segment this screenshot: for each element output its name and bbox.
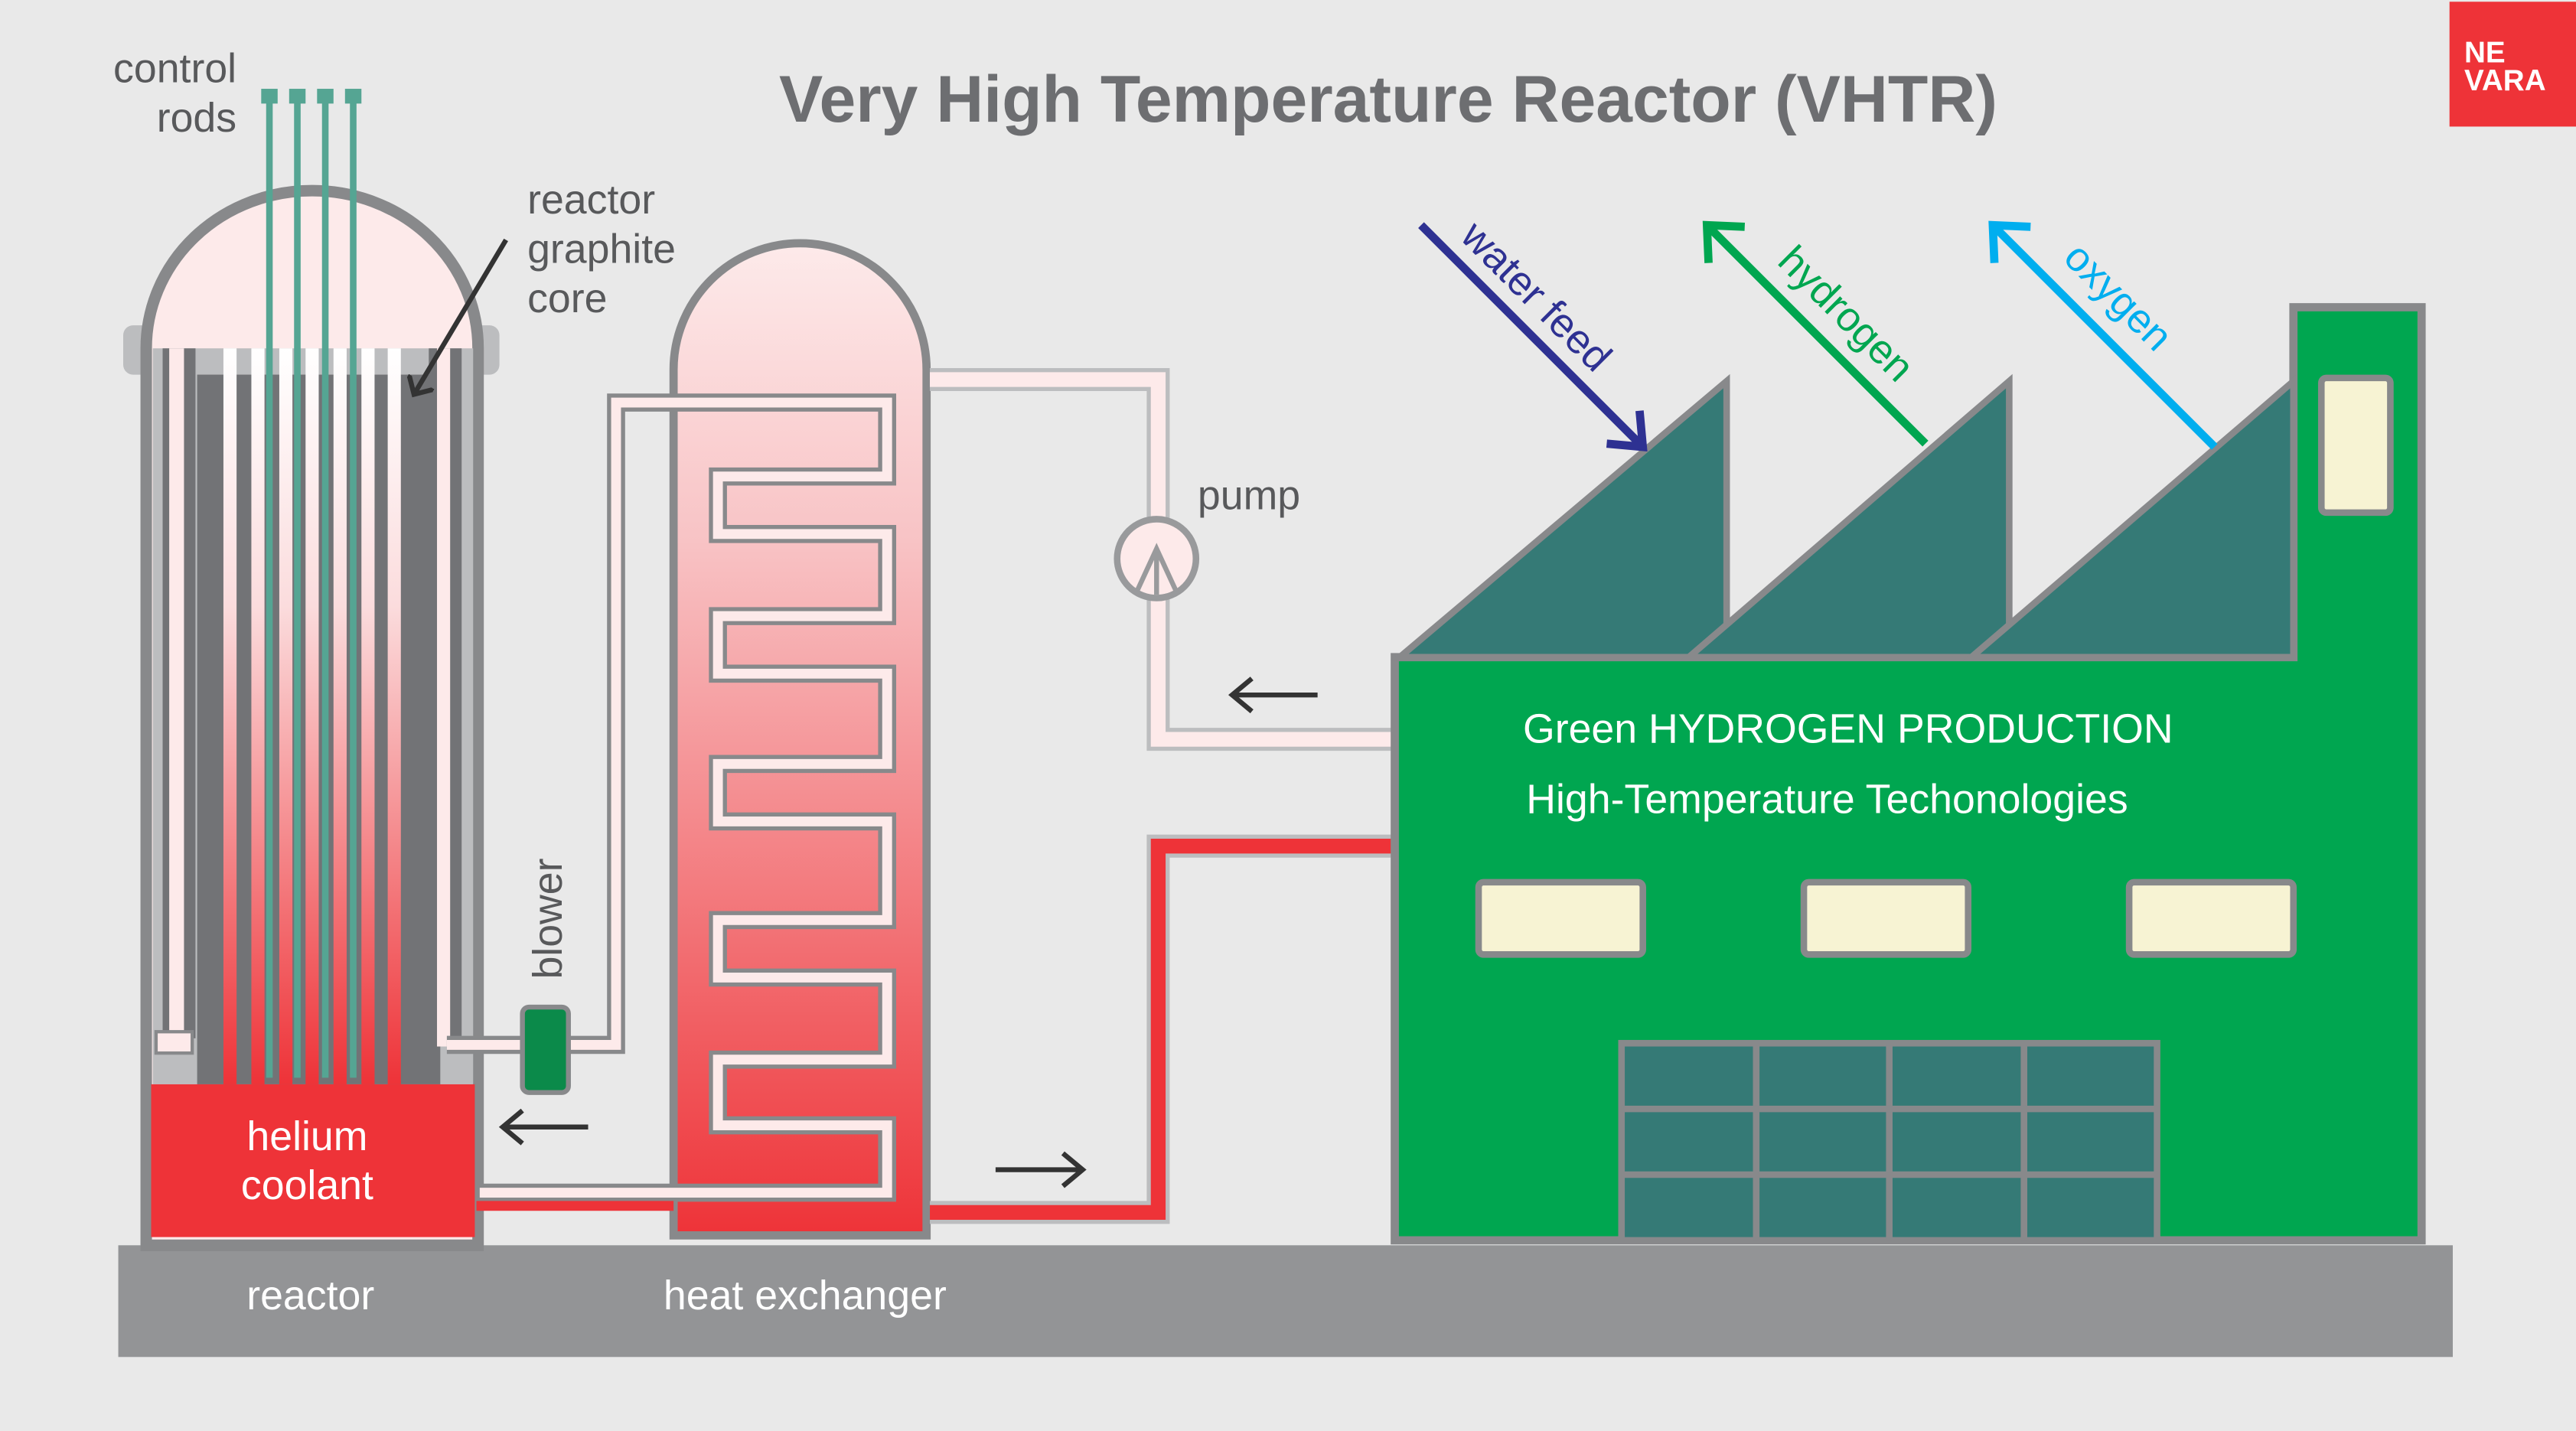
control-rods (261, 89, 362, 1078)
svg-text:VARA: VARA (2464, 64, 2546, 97)
factory-title: Green HYDROGEN PRODUCTION (1523, 706, 2173, 751)
heat-exchanger-vessel (669, 239, 931, 1240)
reactor-vessel (123, 184, 500, 1251)
control-rods-label-2: rods (157, 95, 236, 141)
oxygen-arrow-icon (1988, 220, 2218, 450)
page-title: Very High Temperature Reactor (VHTR) (779, 63, 1997, 136)
roof-2 (1680, 373, 2013, 661)
hydrogen-arrow-icon (1702, 220, 1929, 447)
window (1475, 878, 1646, 958)
core-label-1: reactor (527, 177, 655, 223)
blower-icon (520, 1004, 571, 1095)
control-rods-label-1: control (113, 45, 236, 91)
svg-text:NE: NE (2464, 37, 2506, 70)
blower-label: blower (525, 858, 571, 979)
cold-return-pipe (446, 393, 897, 1202)
core-label-3: core (527, 275, 607, 321)
garage-door (1618, 1039, 2160, 1244)
roof-3 (1962, 373, 2297, 661)
nevara-logo: NE VARA (2449, 2, 2576, 127)
chimney-window (2317, 374, 2394, 517)
helium-label-2: coolant (241, 1162, 373, 1208)
water-feed-arrow-icon (1418, 222, 1648, 451)
pump-label: pump (1198, 473, 1300, 519)
flow-arrow-left-icon (498, 1108, 589, 1146)
pump-icon (1114, 516, 1200, 601)
factory-subtitle: High-Temperature Techonologies (1526, 777, 2128, 823)
coolant-channels (223, 348, 401, 1084)
ground-base (118, 1245, 2453, 1358)
heat-exchanger-label: heat exchanger (664, 1273, 947, 1319)
helium-coolant-pool (151, 1084, 475, 1237)
helium-label-1: helium (246, 1113, 367, 1159)
flow-arrow-left-icon (1228, 676, 1318, 714)
core-pointer-arrow (414, 238, 508, 395)
flow-arrow-right-icon (995, 1151, 1087, 1188)
core-label-2: graphite (527, 227, 676, 272)
flow-arrows (498, 676, 1318, 1188)
window (2125, 878, 2297, 958)
window (1800, 878, 1972, 958)
reactor-label: reactor (246, 1273, 374, 1319)
